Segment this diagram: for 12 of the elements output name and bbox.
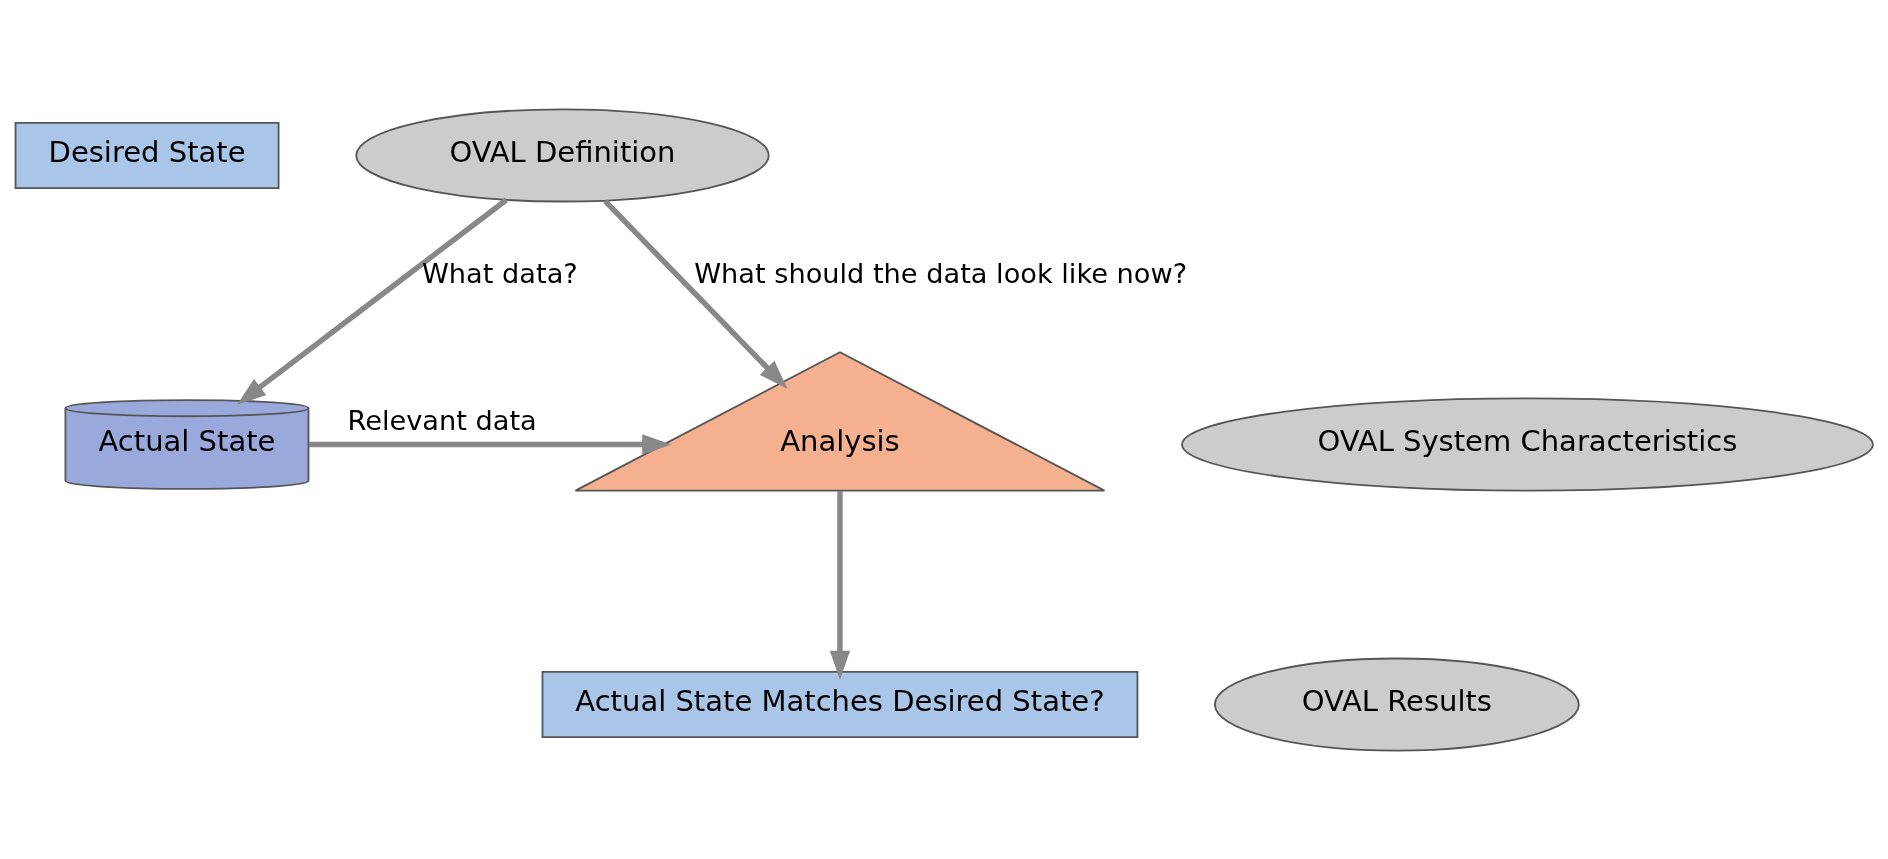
node-ellipse: OVAL Results xyxy=(1213,657,1580,752)
node-box: Actual State Matches Desired State? xyxy=(541,670,1139,738)
node-ellipse: OVAL Definition xyxy=(355,107,770,202)
edge-label: Relevant data xyxy=(347,404,537,436)
arrow xyxy=(829,490,851,680)
arrow xyxy=(237,197,508,405)
edge-label: What data? xyxy=(421,257,578,289)
arrow xyxy=(603,198,788,389)
node-box: Desired State xyxy=(14,121,280,189)
node-ellipse: OVAL System Characteristics xyxy=(1181,397,1874,491)
arrow xyxy=(309,433,672,455)
edge-label: What should the data look like now? xyxy=(694,257,1188,289)
